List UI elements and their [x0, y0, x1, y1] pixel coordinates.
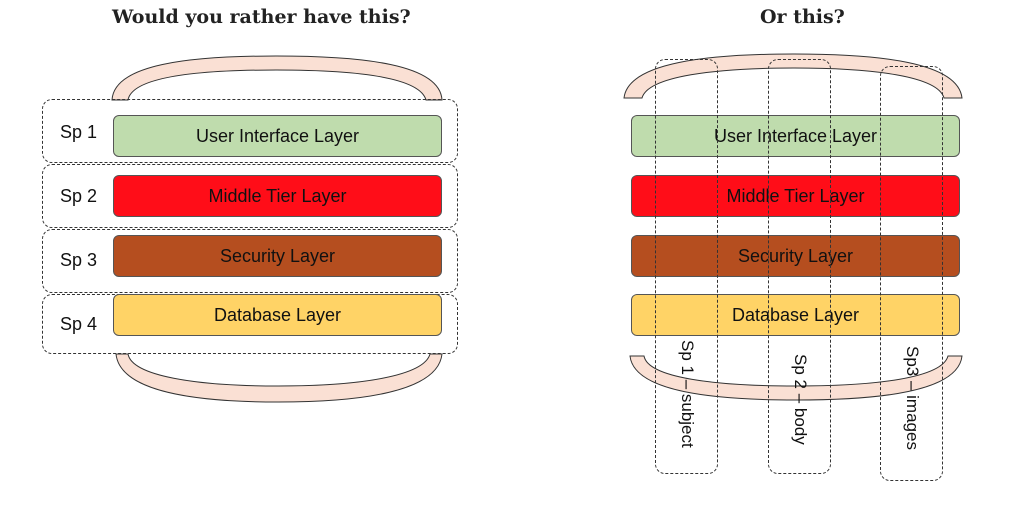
left-middle-tier-layer: Middle Tier Layer: [113, 175, 442, 217]
left-sprint-label-1: Sp 1: [60, 122, 98, 142]
right-sprint-label-1: Sp 1 – subject: [678, 340, 697, 448]
right-sprint-column-3: [880, 66, 943, 481]
right-sprint-label-3: Sp3 – images: [903, 346, 922, 450]
right-user-interface-layer: User Interface Layer: [631, 115, 960, 157]
right-sprint-label-2: Sp 2 – body: [791, 354, 810, 445]
left-security-layer: Security Layer: [113, 235, 442, 277]
left-bottom-bun: [115, 353, 443, 403]
left-sprint-label-2: Sp 2: [60, 186, 98, 206]
left-database-layer: Database Layer: [113, 294, 442, 336]
left-user-interface-layer: User Interface Layer: [113, 115, 442, 157]
left-sprint-label-4: Sp 4: [60, 314, 98, 334]
right-database-layer: Database Layer: [631, 294, 960, 336]
left-title: Would you rather have this?: [112, 6, 411, 28]
right-title: Or this?: [760, 6, 845, 28]
left-sprint-box-2: [42, 164, 458, 228]
right-security-layer: Security Layer: [631, 235, 960, 277]
right-sprint-column-2: [768, 59, 831, 474]
right-sprint-column-1: [655, 59, 718, 474]
left-sprint-label-3: Sp 3: [60, 250, 98, 270]
left-top-bun: [111, 55, 443, 101]
left-sprint-box-3: [42, 229, 458, 293]
right-bottom-bun: [629, 355, 963, 401]
left-sprint-box-1: [42, 99, 458, 163]
